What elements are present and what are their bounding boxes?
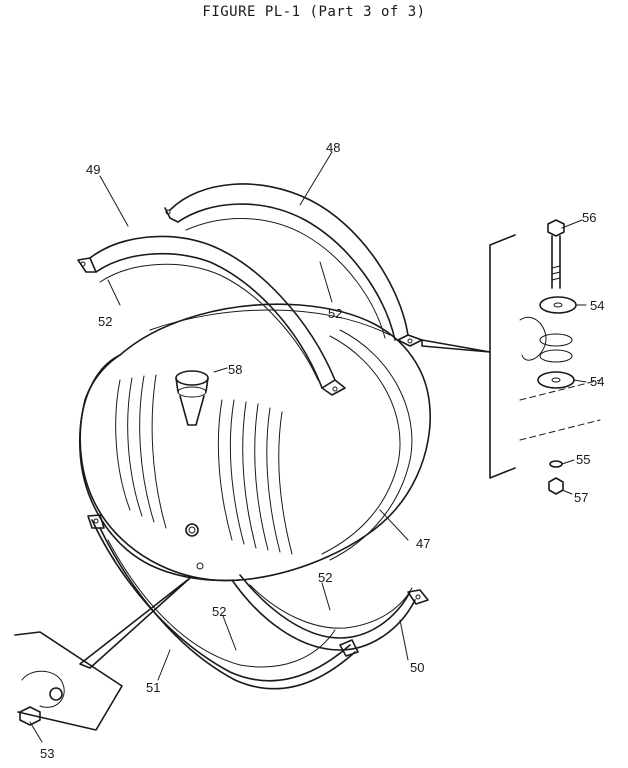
callout-56: 56 [582,210,596,225]
leader-lines [29,151,587,743]
washer-54-lower[interactable] [537,333,575,389]
callout-55: 55 [576,452,590,467]
callout-54-upper: 54 [590,298,604,313]
callout-52-upper-right: 52 [328,306,342,321]
strap-51[interactable] [87,514,359,690]
fuel-tank[interactable] [79,303,431,582]
callout-53: 53 [40,746,54,761]
callout-54-lower: 54 [590,374,604,389]
strap-50[interactable] [231,574,429,651]
callout-58: 58 [228,362,242,377]
bolt-56[interactable] [547,219,565,289]
mount-bracket-detail [14,577,191,731]
mounting-bracket-panel [421,234,601,479]
callout-48: 48 [326,140,340,155]
callout-49: 49 [86,162,100,177]
callout-57: 57 [574,490,588,505]
callout-52-upper-left: 52 [98,314,112,329]
strap-52-upper[interactable] [99,218,386,381]
callout-52-lower-right: 52 [318,570,332,585]
washer-54-upper[interactable] [539,296,577,314]
figure-title: FIGURE PL-1 (Part 3 of 3) [202,4,426,20]
strap-48[interactable] [164,183,423,347]
nut-53[interactable] [19,706,41,726]
strap-52-lower[interactable] [107,539,413,668]
nut-57[interactable] [548,477,564,495]
callout-52-lower-left: 52 [212,604,226,619]
filler-cap[interactable] [175,370,209,426]
callout-50: 50 [410,660,424,675]
callout-47: 47 [416,536,430,551]
strap-49[interactable] [77,235,346,396]
lock-washer-55[interactable] [549,460,563,468]
callout-51: 51 [146,680,160,695]
